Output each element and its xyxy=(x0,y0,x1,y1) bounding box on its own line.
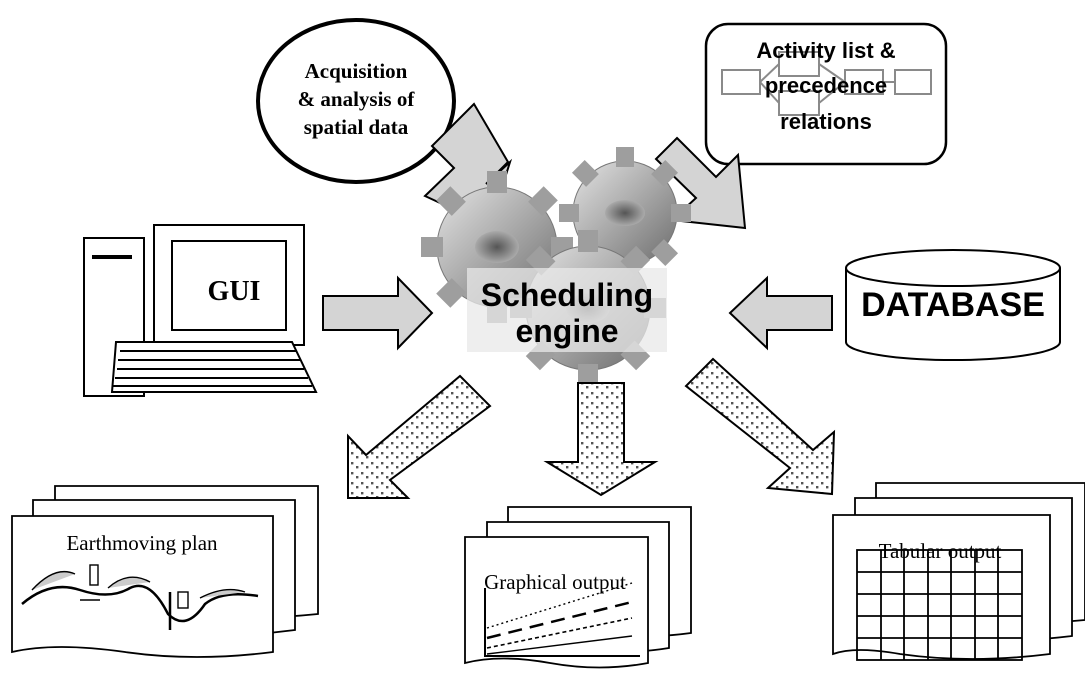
database-label: DATABASE xyxy=(861,286,1045,324)
document-stack-tabular xyxy=(832,482,1085,660)
gui-label: GUI xyxy=(208,276,261,307)
arrow-gui-to-engine xyxy=(322,275,434,351)
spatial-data-line3: spatial data xyxy=(304,115,409,139)
activity-line3: relations xyxy=(780,109,872,134)
gear-icon xyxy=(421,147,691,386)
computer-icon xyxy=(83,224,318,397)
tabular-label: Tabular output xyxy=(879,539,1002,563)
document-stack-graphical xyxy=(464,506,692,669)
document-stack-earthmoving xyxy=(11,485,319,658)
activity-line2: precedence xyxy=(765,73,887,98)
activity-line1: Activity list & xyxy=(756,38,895,63)
arrow-engine-to-tabular xyxy=(684,357,836,496)
activity-list-node: Activity list & precedence relations xyxy=(704,22,948,166)
database-cylinder-icon xyxy=(845,249,1061,361)
spatial-data-line1: Acquisition xyxy=(305,59,408,83)
arrow-engine-to-earthmoving xyxy=(347,374,492,499)
arrow-engine-to-graphical xyxy=(543,382,659,497)
line-graph-icon xyxy=(484,582,640,657)
graphical-label: Graphical output xyxy=(484,570,626,594)
engine-label-line2: engine xyxy=(515,313,618,349)
arrow-database-to-engine xyxy=(728,275,833,351)
table-grid-icon xyxy=(856,549,1023,661)
precedence-network-icon xyxy=(721,51,932,116)
spatial-data-line2: & analysis of xyxy=(298,87,416,111)
engine-label-line1: Scheduling xyxy=(481,277,653,313)
earthmoving-label: Earthmoving plan xyxy=(66,531,218,555)
spatial-data-node: Acquisition & analysis of spatial data xyxy=(256,18,456,184)
earthmoving-profile-icon xyxy=(21,564,259,630)
